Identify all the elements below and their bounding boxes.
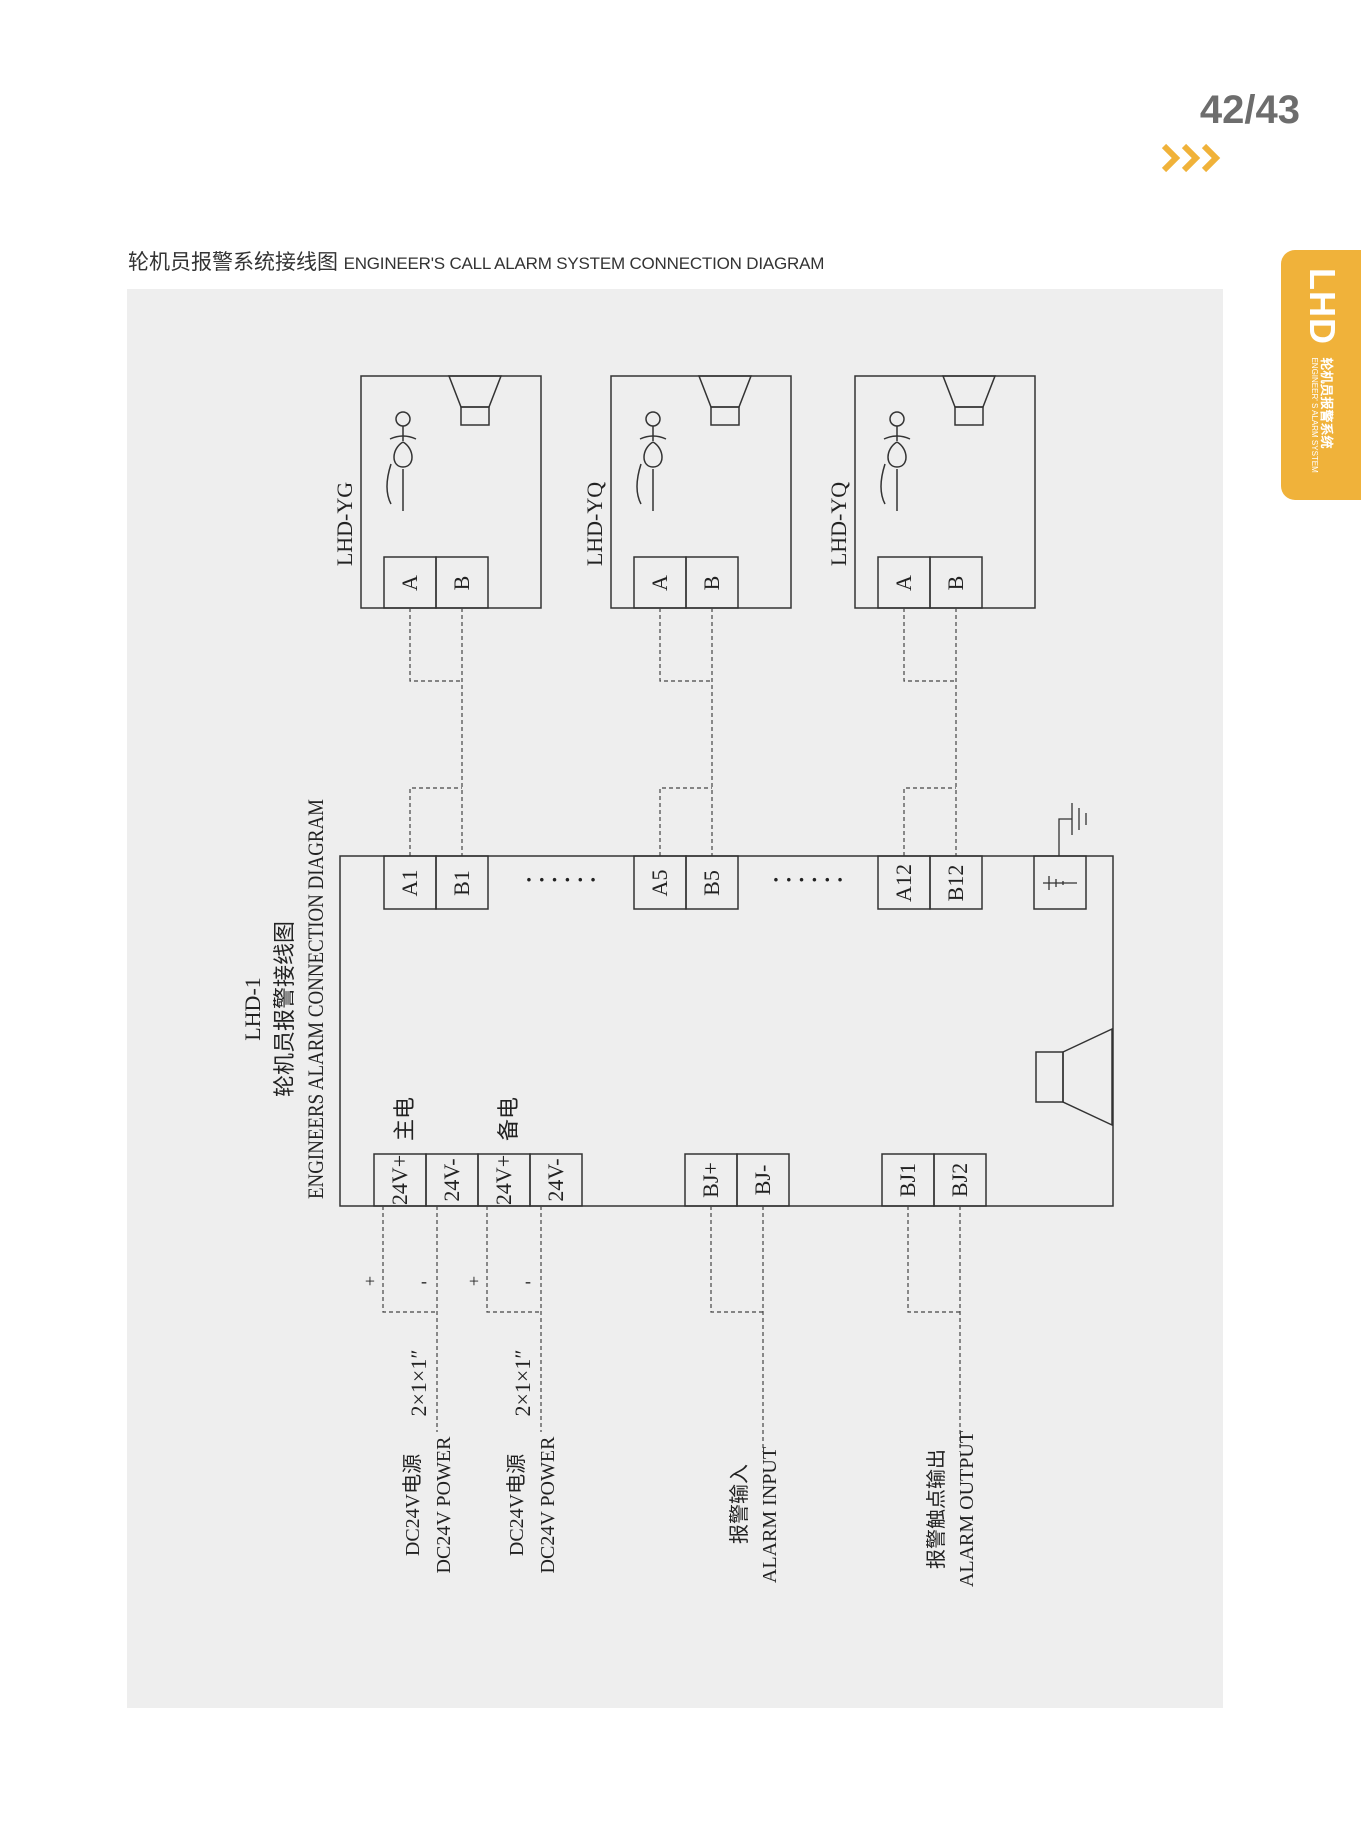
main-power-cable-spec: 2×1×1″ (406, 1350, 431, 1417)
station-1-terminal-b-label: B (449, 576, 474, 591)
station-3-model: LHD-YQ (826, 482, 851, 566)
terminal-b1-label: B1 (449, 870, 474, 896)
backup-power-minus: - (525, 1271, 531, 1291)
bell-coil-icon (636, 411, 667, 511)
main-unit-name-en: ENGINEERS ALARM CONNECTION DIAGRAM (303, 799, 328, 1199)
station-1-terminal-a-label: A (397, 575, 422, 591)
page-title-cn: 轮机员报警系统接线图 (128, 251, 338, 274)
chevron-right-icon (1161, 143, 1221, 173)
station-3-terminal-a-label: A (891, 575, 916, 591)
main-unit-name-cn: 轮机员报警接线图 (272, 921, 297, 1097)
power-terminals: 24V+ 24V- 24V+ 24V- 主电 备电 (373, 1097, 583, 1207)
section-tab-brand: LHD (1302, 268, 1343, 345)
main-power-minus: - (421, 1271, 427, 1291)
zone-wires (409, 608, 957, 856)
terminal-ellipsis-1: · · · · · · (525, 867, 597, 892)
horn-icon (697, 375, 753, 426)
terminal-a5-label: A5 (647, 870, 672, 897)
page-title: 轮机员报警系统接线图 ENGINEER'S CALL ALARM SYSTEM … (128, 246, 1028, 276)
terminal-backup-24v-minus: 24V- (543, 1158, 568, 1201)
backup-power-label: 备电 (496, 1097, 521, 1141)
backup-power-label-en: DC24V POWER (537, 1436, 559, 1574)
station-3-terminal-b-label: B (943, 576, 968, 591)
backup-power-cable-spec: 2×1×1″ (510, 1350, 535, 1417)
section-tab: LHD 轮机员报警系统 ENGINEER' S ALARM SYSTEM (1281, 250, 1361, 500)
terminal-bj2: BJ2 (947, 1163, 972, 1197)
station-2-model: LHD-YQ (582, 482, 607, 566)
horn-icon (1035, 1027, 1113, 1127)
external-wires (382, 1206, 961, 1452)
alarm-output-terminals: BJ1 BJ2 (881, 1153, 987, 1207)
station-2-terminal-a-label: A (647, 575, 672, 591)
main-power-label-cn: DC24V电源 (401, 1454, 424, 1556)
terminal-bj1: BJ1 (895, 1163, 920, 1197)
station-1-model: LHD-YG (332, 482, 357, 566)
station-2: LHD-YQ A B (582, 375, 792, 609)
bell-coil-icon (386, 411, 417, 511)
backup-power-label-cn: DC24V电源 (505, 1454, 528, 1556)
main-power-label: 主电 (392, 1097, 417, 1141)
alarm-input-terminals: BJ+ BJ- (684, 1153, 790, 1207)
main-unit: LHD-1 轮机员报警接线图 ENGINEERS ALARM CONNECTIO… (240, 799, 1114, 1207)
terminal-b12-label: B12 (943, 865, 968, 902)
station-1: LHD-YG A B (332, 375, 542, 609)
alarm-input-label-cn: 报警输入 (728, 1464, 751, 1544)
terminal-backup-24v-plus: 24V+ (491, 1155, 516, 1205)
terminal-main-24v-minus: 24V- (439, 1158, 464, 1201)
terminal-bj-plus: BJ+ (698, 1162, 723, 1198)
page-number: 42/43 (1199, 88, 1300, 132)
terminal-a12-label: A12 (891, 864, 916, 902)
section-tab-subtitle-en: ENGINEER' S ALARM SYSTEM (1310, 357, 1320, 473)
terminal-a1-label: A1 (397, 870, 422, 897)
terminal-b5-label: B5 (699, 870, 724, 896)
ground-icon (1033, 803, 1087, 910)
terminal-ellipsis-2: · · · · · · (772, 867, 844, 892)
horn-icon (447, 375, 503, 426)
zone-terminals: A1 B1 A5 B5 A12 B12 · · · · · · · · · · … (383, 855, 983, 910)
connection-diagram-panel: LHD-YG A B LHD-YQ A B (127, 289, 1223, 1708)
station-3: LHD-YQ A B (826, 375, 1036, 609)
alarm-output-label-en: ALARM OUTPUT (956, 1431, 978, 1587)
page-title-en: ENGINEER'S CALL ALARM SYSTEM CONNECTION … (343, 254, 825, 273)
horn-icon (941, 375, 997, 426)
section-tab-subtitle-cn: 轮机员报警系统 (1319, 357, 1335, 449)
terminal-main-24v-plus: 24V+ (387, 1155, 412, 1205)
alarm-output-label-cn: 报警触点输出 (925, 1449, 948, 1569)
main-power-label-en: DC24V POWER (433, 1436, 455, 1574)
station-2-terminal-b-label: B (699, 576, 724, 591)
backup-power-plus: + (469, 1271, 479, 1291)
connection-diagram: LHD-YG A B LHD-YQ A B (240, 375, 1114, 1587)
main-unit-model: LHD-1 (240, 977, 265, 1041)
terminal-bj-minus: BJ- (750, 1165, 775, 1196)
alarm-input-label-en: ALARM INPUT (759, 1447, 781, 1583)
bell-coil-icon (880, 411, 911, 511)
main-power-plus: + (365, 1271, 375, 1291)
